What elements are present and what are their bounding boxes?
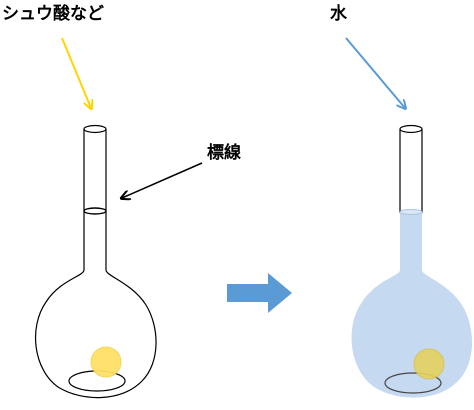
- water-arrow: [345, 37, 405, 108]
- flask-right-rim: [399, 124, 423, 134]
- flask-right-base: [384, 372, 442, 394]
- flask-right-solution: [351, 213, 473, 398]
- solute-crystal-right: [413, 348, 445, 380]
- flask-right: [351, 124, 473, 398]
- flask-left-rim: [83, 124, 107, 134]
- graduation-mark-label: 標線: [207, 143, 241, 163]
- solute-arrow: [61, 37, 91, 108]
- right-arrow-icon: [227, 273, 292, 313]
- process-arrow: [227, 273, 292, 313]
- flask-left: [34, 124, 157, 399]
- solute-crystal-left: [90, 346, 122, 378]
- flask-left-graduation-mark: [83, 207, 107, 215]
- water-label: 水: [330, 4, 347, 24]
- graduation-mark-pointer: [122, 162, 203, 198]
- solute-label: シュウ酸など: [2, 4, 104, 24]
- flask-right-neck: [399, 129, 423, 213]
- flask-right-meniscus: [399, 209, 423, 215]
- flask-left-neck: [34, 129, 157, 399]
